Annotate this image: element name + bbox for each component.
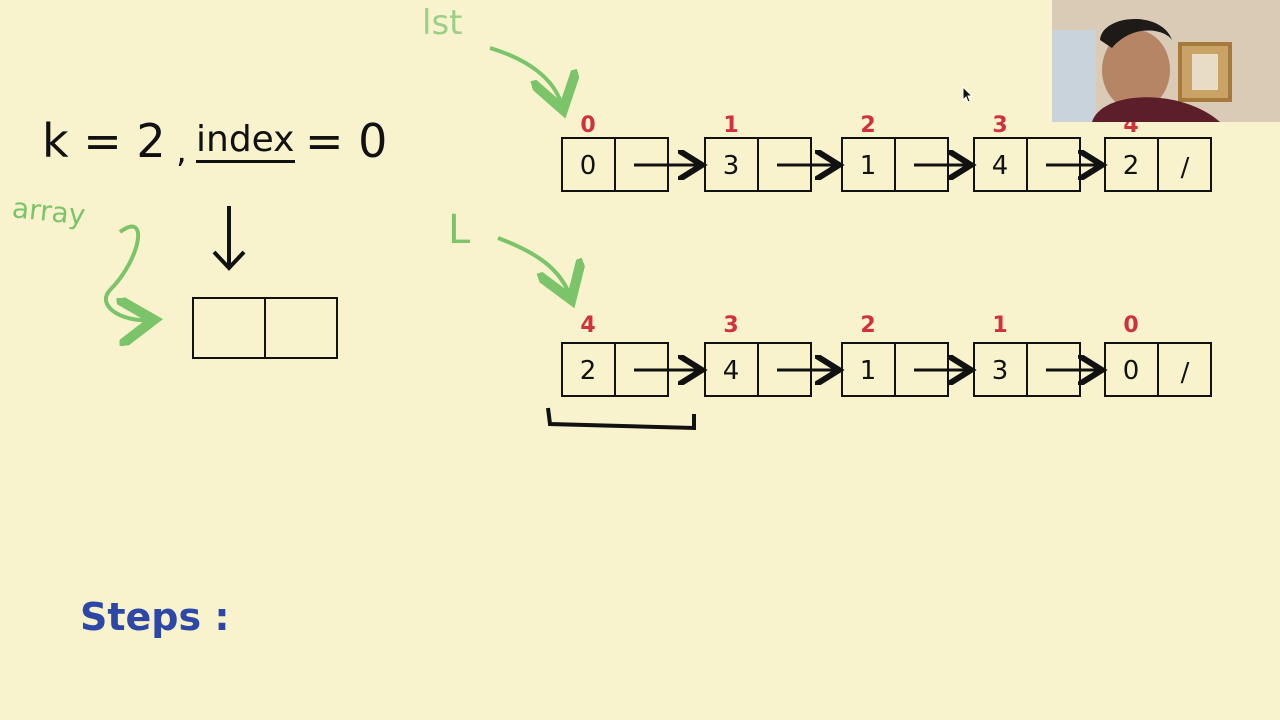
l-node-index: 3 (723, 313, 738, 338)
lst-node-value: 2 (1123, 151, 1140, 181)
l-node-value: 3 (992, 356, 1009, 386)
lst-node-index: 2 (860, 113, 875, 138)
presenter-webcam (1052, 0, 1280, 122)
lst-node: 43 (973, 113, 1099, 192)
l-node: 31 (973, 313, 1099, 397)
l-node-index: 2 (860, 313, 875, 338)
index-down-arrow (212, 206, 246, 271)
lst-node-index: 3 (992, 113, 1007, 138)
l-node-index: 1 (992, 313, 1007, 338)
lst-label: lst (422, 3, 463, 43)
lst-node: 00 (561, 113, 699, 192)
l-node-index: 4 (580, 313, 595, 338)
k-value-label: k = 2 (42, 114, 166, 168)
l-node-value: 1 (860, 356, 877, 386)
first-node-bracket (546, 407, 696, 431)
l-node: 12 (841, 313, 968, 397)
array-box (192, 297, 338, 359)
separator-comma: , (176, 131, 187, 171)
l-node-value: 2 (580, 356, 597, 386)
l-label: L (448, 207, 471, 253)
l-node-index: 0 (1123, 313, 1138, 338)
lst-node-value: 1 (860, 151, 877, 181)
l-node: 0 0 / (1104, 313, 1212, 397)
lst-node-value: 0 (580, 151, 597, 181)
l-pointer-arrow (497, 236, 570, 296)
array-pointer-arrow (103, 224, 150, 321)
lst-node: 31 (704, 113, 836, 192)
lst-pointer-arrow (489, 46, 562, 106)
l-null-mark: / (1181, 358, 1190, 388)
index-value: = 0 (305, 114, 388, 168)
lst-node: 24/ (1104, 113, 1212, 192)
steps-label: Steps : (80, 595, 230, 639)
l-node: 24 (561, 313, 699, 397)
lst-node-value: 3 (723, 151, 740, 181)
l-node-value: 0 (1123, 356, 1140, 386)
lst-node: 12 (841, 113, 968, 192)
lst-null-mark: / (1181, 153, 1190, 183)
mouse-pointer-icon (962, 86, 974, 103)
l-node-value: 4 (723, 356, 740, 386)
lst-node-index: 0 (580, 113, 595, 138)
lst-node-value: 4 (992, 151, 1009, 181)
l-node: 43 (704, 313, 836, 397)
index-label: index (196, 122, 295, 163)
lst-node-index: 1 (723, 113, 738, 138)
